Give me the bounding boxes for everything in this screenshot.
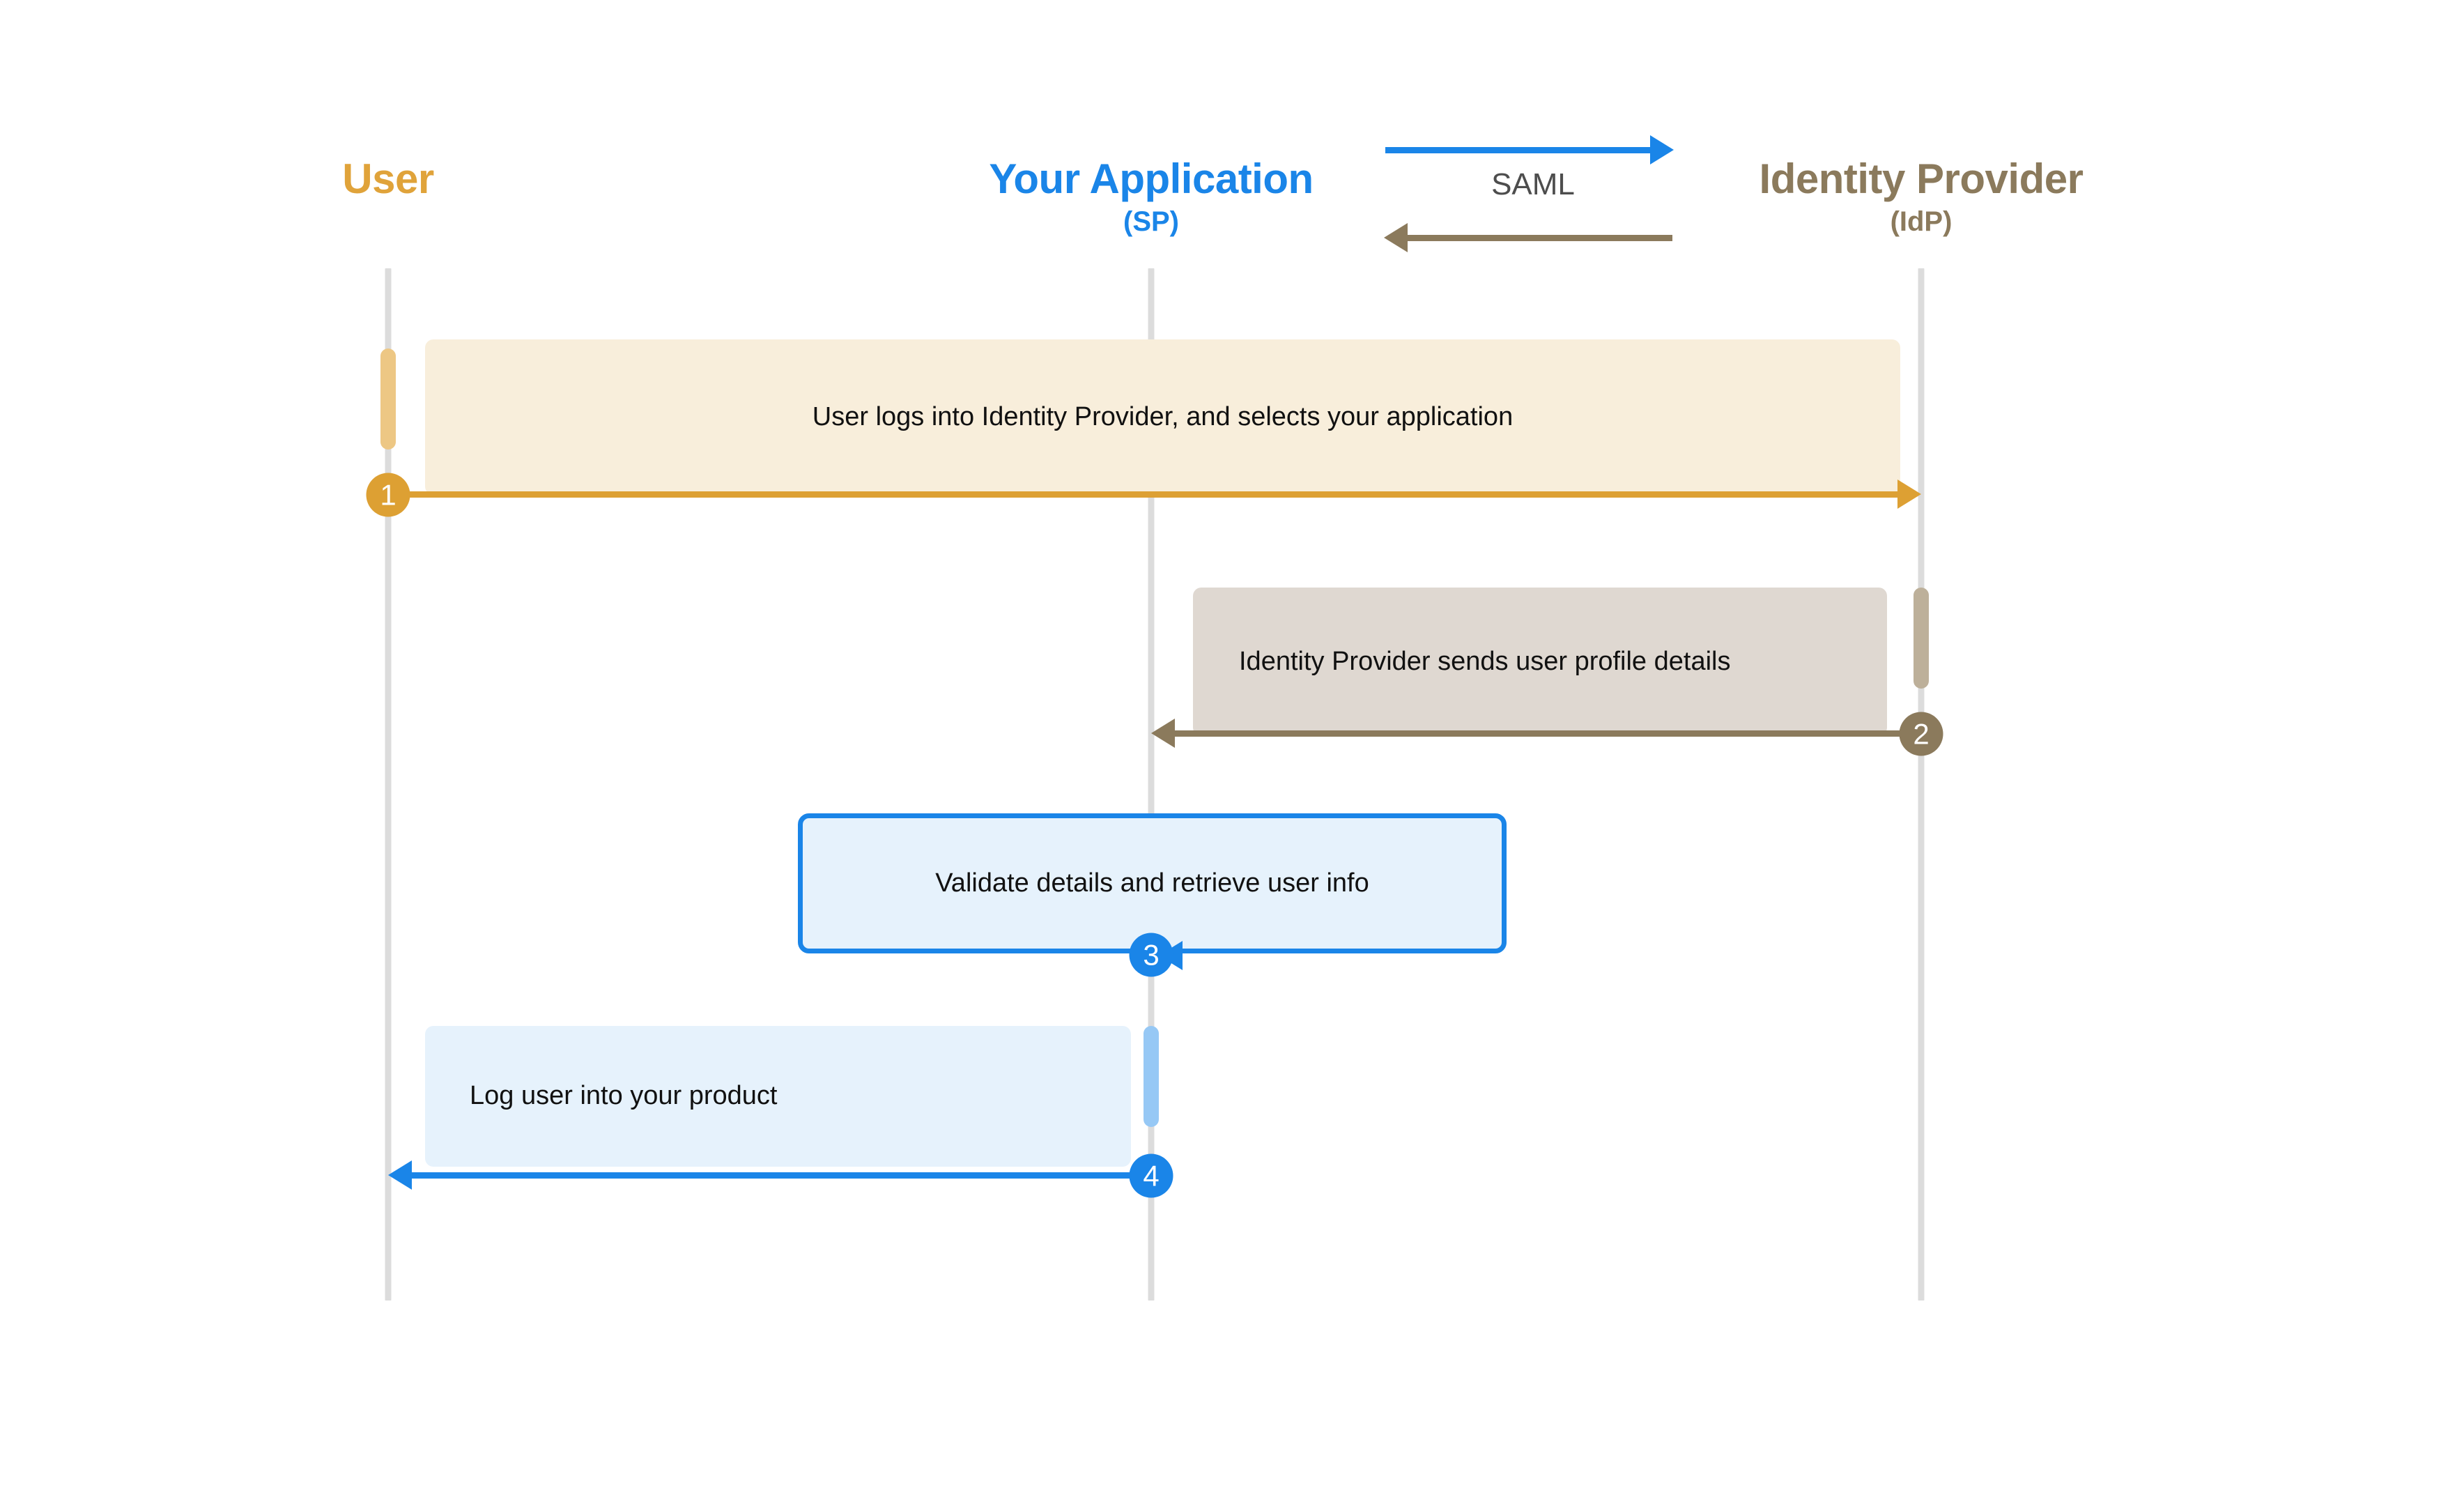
message-arrow-line-step1	[388, 491, 1897, 498]
message-band-step1: User logs into Identity Provider, and se…	[425, 339, 1900, 495]
saml-outbound-arrow-head-icon	[1650, 135, 1674, 164]
activation-bar-user-step1	[380, 348, 396, 450]
message-arrow-line-step2	[1175, 730, 1921, 737]
message-arrow-line-step4	[412, 1172, 1151, 1179]
message-arrow-head-step4-icon	[388, 1160, 412, 1190]
saml-inbound-arrow-line	[1408, 235, 1672, 241]
lifeline-sp	[1148, 268, 1155, 1301]
lifeline-user	[385, 268, 392, 1301]
lifeline-idp	[1918, 268, 1925, 1301]
actor-subtitle-idp: (IdP)	[1890, 206, 1953, 237]
message-arrow-head-step1-icon	[1897, 480, 1921, 509]
message-text-step3: Validate details and retrieve user info	[935, 868, 1369, 898]
message-text-step4: Log user into your product	[470, 1081, 778, 1111]
step-number-3: 3	[1129, 933, 1173, 977]
actor-header-sp: Your Application (SP)	[989, 155, 1314, 237]
actor-name-idp: Identity Provider	[1759, 155, 2084, 202]
activation-bar-sp-step4	[1144, 1026, 1159, 1127]
message-text-step2: Identity Provider sends user profile det…	[1239, 646, 1731, 676]
saml-protocol-label: SAML	[1491, 167, 1575, 201]
actor-name-user: User	[342, 155, 434, 202]
message-arrow-head-step2-icon	[1151, 719, 1175, 748]
actor-subtitle-sp: (SP)	[1123, 206, 1179, 237]
message-band-step2: Identity Provider sends user profile det…	[1193, 588, 1887, 736]
step-number-2: 2	[1899, 712, 1943, 756]
saml-outbound-arrow-line	[1385, 147, 1650, 153]
message-band-step4: Log user into your product	[425, 1026, 1131, 1167]
saml-inbound-arrow-head-icon	[1384, 223, 1408, 252]
step-number-1: 1	[366, 473, 410, 517]
message-text-step1: User logs into Identity Provider, and se…	[812, 401, 1514, 431]
actor-header-user: User	[342, 155, 434, 202]
step-number-4: 4	[1129, 1153, 1173, 1198]
activation-bar-idp-step2	[1914, 588, 1929, 689]
actor-header-idp: Identity Provider (IdP)	[1760, 157, 2084, 237]
actor-name-sp: Your Application	[989, 155, 1314, 202]
